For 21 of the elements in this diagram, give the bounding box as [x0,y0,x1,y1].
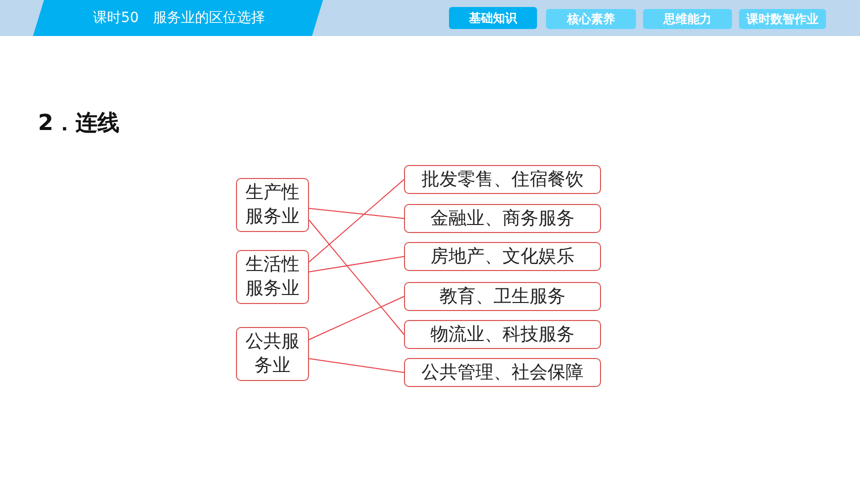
tab-button: 基础知识 [449,7,537,29]
answer-box: 批发零售、住宿餐饮 [404,165,601,194]
answer-box: 房地产、文化娱乐 [404,242,601,271]
category-box: 生活性服务业 [236,250,309,304]
category-box: 公共服务业 [236,327,309,381]
lesson-title: 课时50 服务业的区位选择 [93,9,265,27]
tab-button: 课时数智作业 [739,9,826,29]
connecting-line [308,358,404,373]
connecting-line [308,208,404,219]
connecting-line [308,296,404,340]
connecting-line [308,256,404,272]
answer-box: 公共管理、社会保障 [404,358,601,387]
tab-button: 核心素养 [546,9,636,29]
answer-box: 教育、卫生服务 [404,282,601,311]
answer-box: 物流业、科技服务 [404,320,601,349]
answer-box: 金融业、商务服务 [404,204,601,233]
connecting-line [308,179,404,262]
category-box: 生产性服务业 [236,178,309,232]
connecting-line [308,220,404,335]
tab-button: 思维能力 [643,9,732,29]
section-title: 2．连线 [38,110,120,138]
